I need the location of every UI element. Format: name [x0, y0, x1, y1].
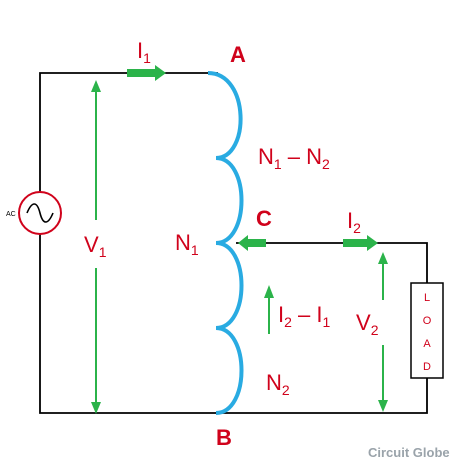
- ac-source: AC: [6, 191, 62, 235]
- i1-label: I1: [137, 38, 151, 66]
- v2-arrow-down-icon: [378, 400, 388, 412]
- n1-label: N1: [175, 230, 199, 258]
- node-c-label: C: [256, 206, 272, 231]
- load-box: [410, 282, 444, 379]
- watermark: Circuit Globe: [368, 445, 450, 460]
- load-return-wire: [218, 378, 428, 414]
- load-letter: L: [424, 292, 430, 304]
- v1-arrow-up-icon: [91, 80, 101, 92]
- arrow-tap-icon: [238, 235, 266, 251]
- n1-minus-n2-label: N1 – N2: [258, 144, 330, 172]
- i2-minus-i1-arrow-icon: [264, 285, 274, 298]
- i2-label: I2: [347, 208, 361, 236]
- node-b-label: B: [216, 425, 232, 450]
- voltage-lines: [91, 80, 388, 414]
- source-label: AC: [6, 211, 16, 218]
- arrow-i1-icon: [127, 65, 166, 81]
- autotransformer-coil: [207, 71, 244, 415]
- tap-wire: [236, 242, 428, 283]
- v1-arrow-down-icon: [91, 402, 101, 414]
- load-letter: A: [423, 338, 431, 350]
- current-arrows: [127, 65, 378, 251]
- v1-label: V1: [84, 232, 107, 260]
- arrow-i2-icon: [343, 235, 378, 251]
- load-letter: D: [423, 361, 431, 373]
- load-letter: O: [423, 315, 432, 327]
- v2-label: V2: [356, 310, 379, 338]
- node-a-label: A: [230, 42, 246, 67]
- sine-icon: [26, 203, 54, 223]
- i2-minus-i1-label: I2 – I1: [278, 302, 331, 330]
- n2-label: N2: [266, 370, 290, 398]
- v2-arrow-up-icon: [378, 252, 388, 264]
